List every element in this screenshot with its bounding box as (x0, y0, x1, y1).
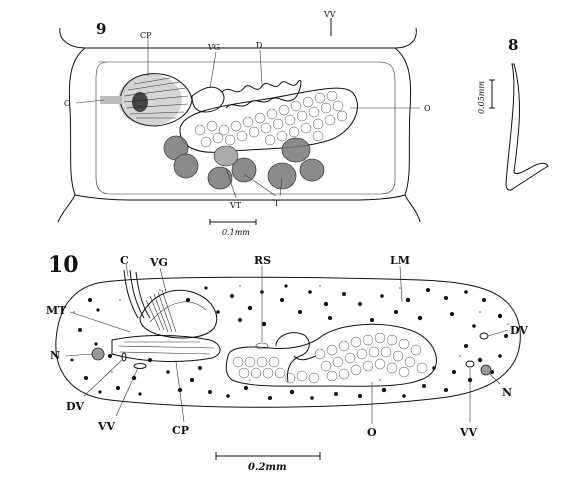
fig10-label-n-left: N (50, 349, 60, 362)
fig9-label-c: C (64, 99, 70, 108)
fig10-leaders (65, 263, 509, 424)
fig9-copulatory-organ (100, 73, 193, 127)
fig10-n-right (480, 364, 492, 376)
fig10-receptaculum (275, 332, 317, 383)
fig10-label-vg: VG (149, 256, 168, 269)
fig10-pore-vv-right (465, 360, 475, 368)
fig9-label-cp: CP (140, 31, 152, 40)
fig10-rs-vesicle (255, 342, 269, 350)
fig9-label-vv: VV (323, 10, 336, 19)
fig9-testes (163, 135, 325, 190)
fig9-leaders (75, 38, 420, 199)
fig9-inner-frame (95, 61, 396, 195)
fig10-cirrus (123, 269, 151, 319)
fig10-label-o: O (367, 426, 377, 439)
fig9-scale-bar: 0.1mm (209, 219, 257, 237)
fig8-scale-bar: 0.05mm (477, 79, 495, 114)
fig10-label-cp: CP (172, 424, 189, 437)
fig9-scale-label: 0.1mm (222, 228, 250, 237)
fig10-vg-inner (149, 301, 207, 323)
fig10-ovary (225, 323, 437, 387)
fig8-scale-label: 0.05mm (477, 81, 486, 114)
fig10-label-rs: RS (254, 254, 271, 267)
fig10-label-lm: LM (390, 254, 410, 267)
fig10-label-dv-right: DV (510, 324, 528, 337)
figure-9: 9 CP VG D VV C O VT T 0.1mm (57, 10, 431, 237)
fig10-vesicula-granulorum (139, 289, 218, 339)
fig9-vitellarium (213, 145, 239, 167)
figure-8: 8 0.05mm (477, 36, 549, 191)
fig9-body-outline (57, 27, 421, 223)
fig10-copulatory-organ (111, 335, 221, 362)
fig9-number: 9 (96, 20, 106, 38)
fig10-label-vv-right: VV (459, 426, 478, 439)
fig9-vesicula-granulorum (191, 86, 225, 113)
fig10-scale-label: 0.2mm (248, 462, 287, 473)
fig10-label-vv-left: VV (97, 420, 116, 433)
fig10-body-outline (55, 276, 521, 408)
fig8-stylet (505, 63, 549, 191)
fig10-cp-lines (117, 341, 215, 355)
fig9-ovary (179, 87, 358, 153)
fig9-label-vt: VT (229, 201, 242, 210)
fig10-label-mt: MT (46, 304, 67, 317)
fig10-pore-vv-left (133, 363, 147, 369)
fig9-label-vg: VG (207, 43, 220, 52)
fig10-number: 10 (48, 252, 79, 278)
fig10-scale-bar: 0.2mm (215, 452, 321, 473)
figure-10: 10 (46, 252, 528, 473)
fig10-pore-dv-left (121, 352, 127, 362)
fig10-n-left (91, 347, 105, 361)
fig10-speckle (73, 285, 509, 381)
fig10-vg-striations (145, 289, 177, 333)
fig9-label-d: D (256, 41, 262, 50)
fig8-number: 8 (508, 36, 518, 54)
fig10-pigment (70, 284, 508, 400)
fig9-label-t: T (274, 199, 280, 208)
fig10-label-dv-left: DV (66, 400, 84, 413)
fig9-label-o: O (424, 104, 431, 113)
fig10-pore-dv-right (479, 332, 489, 340)
fig10-label-c: C (120, 254, 129, 267)
fig10-label-n-right: N (502, 386, 512, 399)
